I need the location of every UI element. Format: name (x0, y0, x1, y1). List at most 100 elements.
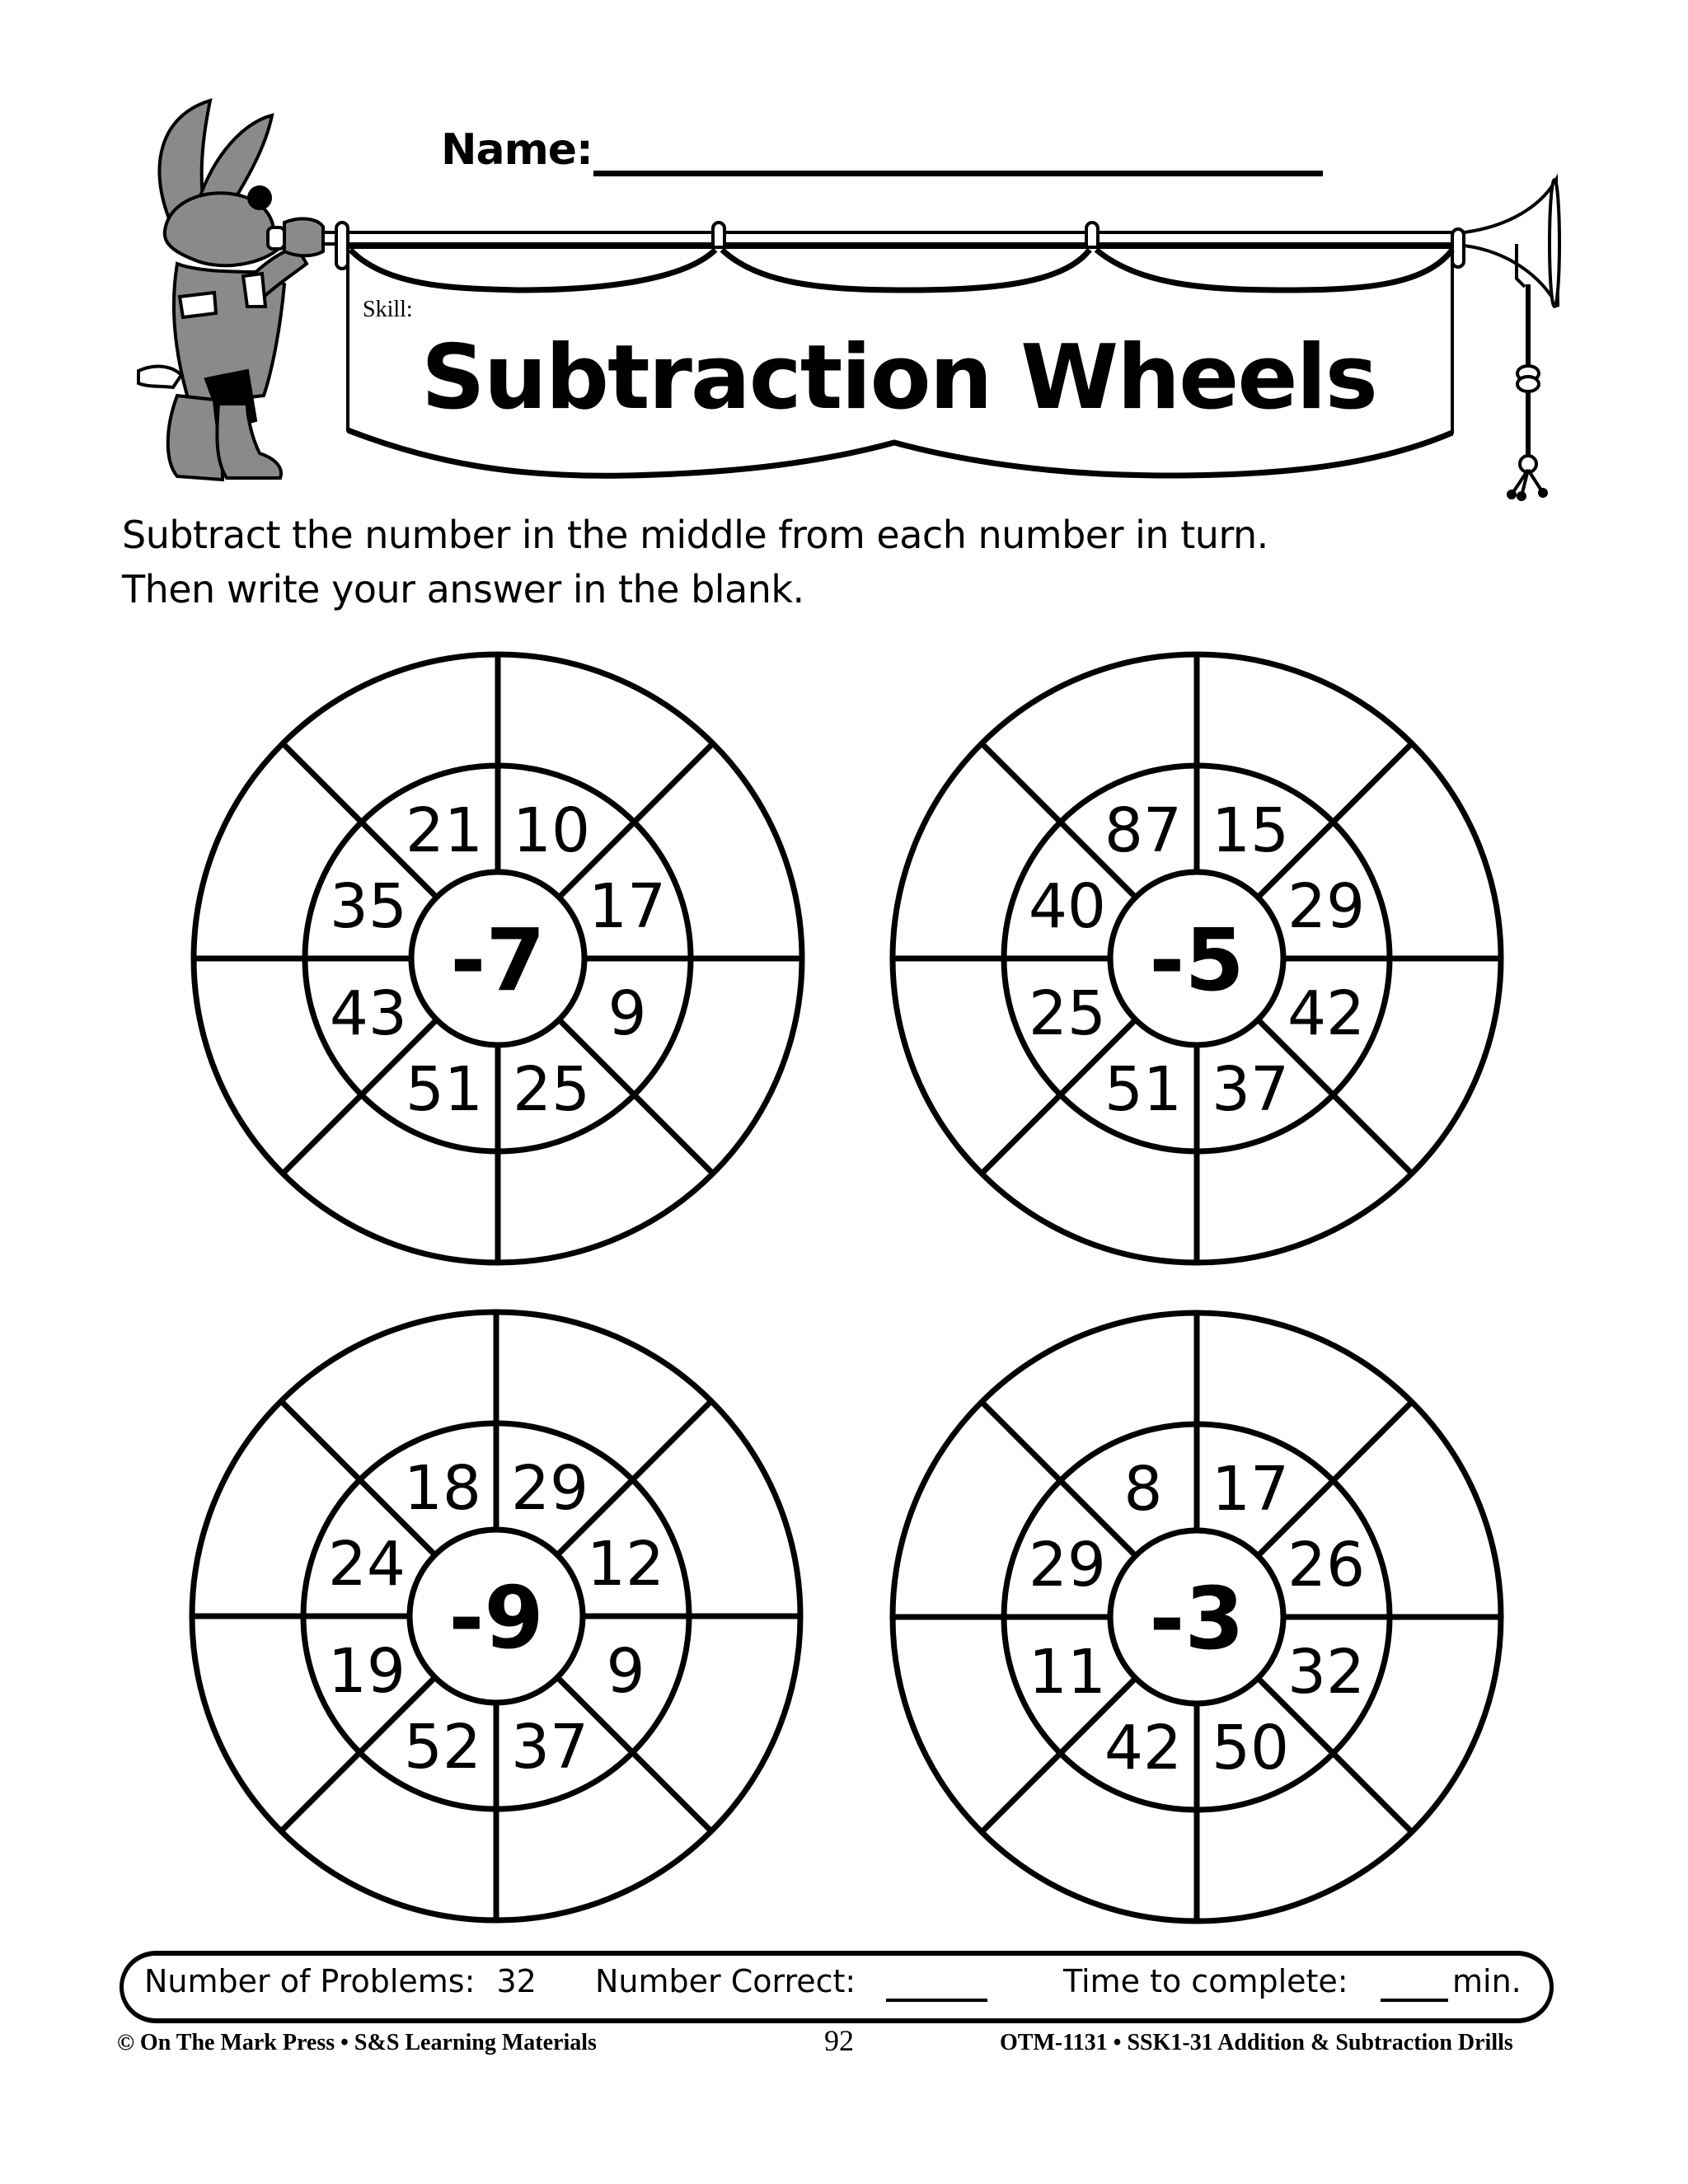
wheel-number: 8 (1123, 1454, 1162, 1525)
wheel-number: 32 (1287, 1637, 1365, 1708)
spoke-divider (556, 1017, 715, 1176)
wheel-number: 40 (1029, 871, 1106, 942)
answer-blank-2-5[interactable] (1057, 1143, 1147, 1234)
instructions-line-1: Subtract the number in the middle from e… (122, 513, 1268, 557)
answer-blank-3-2[interactable] (681, 1476, 771, 1567)
answer-blank-2-4[interactable] (1246, 1143, 1337, 1234)
name-input-line[interactable] (593, 171, 1323, 176)
answer-blank-1-1[interactable] (547, 683, 638, 774)
time-to-complete-blank[interactable] (1381, 1999, 1448, 2002)
number-of-problems: Number of Problems: 32 (144, 1963, 537, 1999)
answer-blank-1-4[interactable] (547, 1143, 638, 1234)
number-correct-label: Number Correct: (595, 1963, 856, 1999)
wheel-number: 87 (1104, 795, 1182, 866)
spoke-divider (1255, 741, 1414, 900)
time-to-complete-label: Time to complete: (1063, 1963, 1348, 1999)
wheel-number: 26 (1287, 1530, 1365, 1601)
spoke-divider (979, 741, 1138, 900)
wheel-number: 19 (328, 1636, 406, 1707)
answer-blank-1-8[interactable] (358, 683, 448, 774)
spoke-divider (979, 1017, 1138, 1176)
answer-blank-4-5[interactable] (1057, 1802, 1147, 1892)
copyright-text: © On The Mark Press • S&S Learning Mater… (117, 2030, 597, 2055)
answer-blank-2-6[interactable] (921, 1008, 1012, 1099)
number-correct-blank[interactable] (886, 1999, 987, 2002)
page-number: 92 (824, 2024, 854, 2057)
wheel-number: 18 (404, 1453, 481, 1524)
wheel-number: 37 (1212, 1054, 1289, 1125)
spoke-divider (280, 741, 439, 900)
wheel-number: 42 (1104, 1713, 1182, 1783)
wheels-layer: -7101792551433521-51529423751254087-9291… (189, 651, 1504, 1924)
wheel-number: 10 (513, 795, 590, 866)
wheel-number: 51 (1104, 1054, 1182, 1125)
wheel-number: 21 (406, 795, 483, 866)
wheel-number: 52 (404, 1712, 481, 1783)
center-circle (1107, 1527, 1287, 1707)
spoke-divider (1255, 1399, 1414, 1558)
spoke-divider (979, 1399, 1138, 1558)
answer-blank-3-4[interactable] (546, 1801, 636, 1891)
wheel-number: 15 (1212, 795, 1289, 866)
spoke-divider (279, 1675, 438, 1834)
wheel-number: 9 (607, 1636, 645, 1707)
answer-blank-1-3[interactable] (682, 1008, 773, 1099)
series-text: OTM-1131 • SSK1-31 Addition & Subtractio… (1000, 2030, 1513, 2055)
answer-blank-1-6[interactable] (223, 1008, 313, 1099)
answer-blank-2-8[interactable] (1057, 683, 1147, 774)
name-label: Name: (441, 125, 593, 175)
wheel-number: 35 (330, 871, 407, 942)
wheel-number: 43 (330, 978, 407, 1049)
wheel-number: 29 (511, 1453, 588, 1524)
answer-blank-3-8[interactable] (356, 1341, 447, 1432)
answer-blank-3-3[interactable] (681, 1666, 771, 1756)
trumpet-icon (266, 173, 1561, 501)
answer-blank-4-4[interactable] (1246, 1802, 1337, 1892)
wheel-number: 25 (1029, 978, 1106, 1049)
answer-blank-3-1[interactable] (546, 1341, 636, 1432)
wheel-number: 11 (1029, 1637, 1106, 1708)
answer-blank-2-1[interactable] (1246, 683, 1337, 774)
wheel-number: 24 (328, 1529, 406, 1600)
spoke-divider (1255, 1675, 1414, 1835)
answer-blank-3-5[interactable] (356, 1801, 447, 1891)
answer-blank-4-1[interactable] (1246, 1342, 1337, 1432)
answer-blank-1-2[interactable] (682, 818, 773, 909)
skill-label: Skill: (363, 297, 413, 322)
banner-icon (346, 246, 1455, 479)
answer-blank-3-6[interactable] (221, 1666, 312, 1756)
answer-blank-3-7[interactable] (221, 1476, 312, 1567)
wheel-subtrahend: -3 (1149, 1568, 1245, 1669)
spoke-divider (979, 1675, 1138, 1835)
center-circle (408, 869, 588, 1048)
answer-blank-2-2[interactable] (1381, 818, 1472, 909)
wheel-subtrahend: -9 (448, 1568, 544, 1668)
answer-blank-4-6[interactable] (921, 1666, 1012, 1757)
answer-blank-4-2[interactable] (1381, 1477, 1472, 1568)
wheel-number: 42 (1287, 978, 1365, 1049)
answer-blank-4-3[interactable] (1381, 1666, 1472, 1757)
problems-label: Number of Problems: (144, 1963, 476, 1999)
wheel-number: 12 (587, 1529, 664, 1600)
spoke-divider (280, 1017, 439, 1176)
center-circle (1107, 869, 1287, 1048)
score-box (120, 1951, 1554, 2023)
answer-blank-4-8[interactable] (1057, 1342, 1147, 1432)
spoke-divider (555, 1675, 714, 1834)
page-title: Subtraction Wheels (421, 326, 1378, 429)
center-circle (406, 1526, 586, 1706)
wheel-number: 29 (1287, 871, 1365, 942)
wheel-number: 25 (513, 1054, 590, 1125)
answer-blank-1-5[interactable] (358, 1143, 448, 1234)
time-unit: min. (1452, 1963, 1522, 1999)
answer-blank-2-7[interactable] (921, 818, 1012, 909)
answer-blank-1-7[interactable] (223, 818, 313, 909)
wheel-subtrahend: -7 (450, 910, 546, 1010)
answer-blank-2-3[interactable] (1381, 1008, 1472, 1099)
wheel-number: 17 (588, 871, 666, 942)
answer-blank-4-7[interactable] (921, 1477, 1012, 1568)
